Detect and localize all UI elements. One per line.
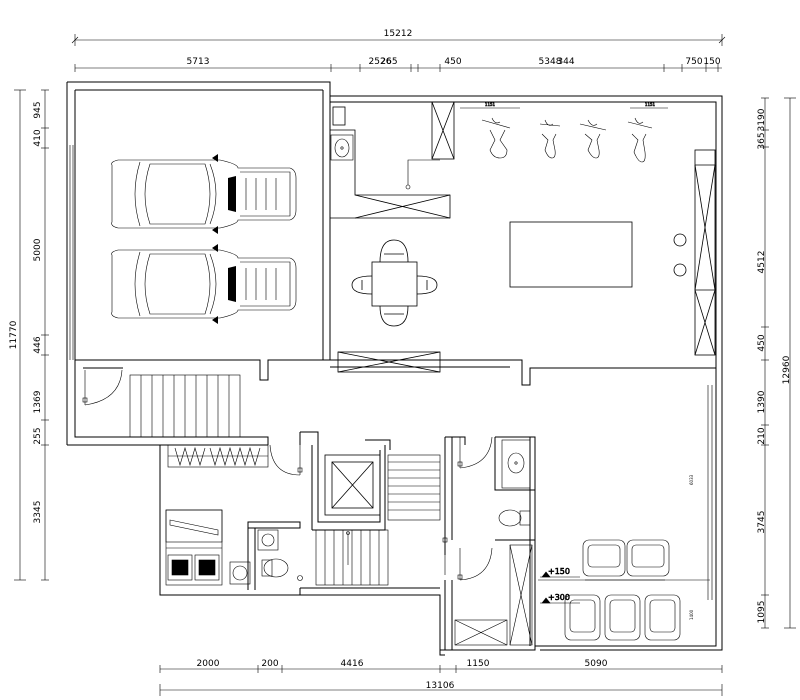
level-markers: +150 +300: [538, 567, 710, 604]
top-dim-2: 2526: [369, 57, 392, 67]
staircase-upper: [129, 374, 241, 438]
bathroom-fixtures: [229, 529, 303, 585]
gym-equipment: 1151 1151: [460, 102, 668, 163]
kitchen-sink: [330, 134, 354, 161]
top-dimension-line: 15212 5713 2526 265 450 5348 344 750 150: [71, 29, 726, 72]
left-dim-4: 446: [33, 336, 43, 353]
left-dim-2: 410: [33, 129, 43, 146]
dining-table: [351, 239, 438, 327]
left-dim-3: 5000: [33, 238, 43, 261]
left-dim-1: 945: [33, 101, 43, 118]
top-dim-1: 5713: [187, 57, 210, 67]
bottom-dim-1: 2000: [197, 659, 220, 669]
right-dim-1: 3190: [757, 108, 767, 131]
sofa-group-upper: [582, 539, 670, 581]
top-total-dim: 15212: [384, 29, 413, 39]
gym-width-label-1: 1151: [485, 102, 496, 107]
interior-walls: [160, 431, 536, 650]
bed: [165, 509, 223, 586]
seat-width-label: 1400: [689, 609, 694, 620]
top-dim-8: 150: [703, 57, 720, 67]
left-total-dim: 11770: [9, 320, 19, 349]
level-label-1: +150: [548, 567, 570, 576]
left-dimension-line: 11770 945 410 5000 446 1369 255 3345: [9, 89, 49, 581]
bottom-dim-4: 1150: [467, 659, 490, 669]
bathroom-sink-2: [501, 439, 531, 489]
bottom-total-dim: 13106: [426, 681, 455, 691]
lower-counter: [337, 351, 441, 373]
level-label-2: +300: [548, 593, 570, 602]
right-dim-4: 450: [757, 334, 767, 351]
right-dimension-line: 3190 365 4512 450 1390 210 3745 1095 129…: [757, 97, 796, 629]
top-dim-6: 344: [557, 57, 574, 67]
bottom-dim-5: 5090: [585, 659, 608, 669]
table-width-label: 6033: [689, 474, 694, 485]
top-dim-3: 265: [380, 57, 397, 67]
right-dim-6: 210: [757, 427, 767, 444]
wardrobe: [167, 444, 269, 468]
bottom-dim-3: 4416: [341, 659, 364, 669]
left-dim-7: 3345: [33, 501, 43, 524]
right-total-dim: 12960: [782, 355, 792, 384]
gym-width-label-2: 1151: [645, 102, 656, 107]
left-dim-5: 1369: [33, 390, 43, 413]
right-dim-3: 4512: [757, 251, 767, 274]
toilet-2: [498, 509, 531, 527]
staircase-lower: [315, 454, 441, 586]
right-dim-8: 1095: [757, 601, 767, 624]
bottom-dim-2: 200: [261, 659, 278, 669]
sofa-group-lower: [564, 594, 681, 641]
garage-window: [69, 145, 74, 360]
car-2: [111, 244, 297, 324]
stove: [405, 159, 440, 190]
bedroom-door: [269, 444, 303, 476]
central-table: [509, 221, 633, 288]
exterior-walls: [66, 81, 723, 656]
left-dim-6: 255: [33, 427, 43, 444]
top-dim-5: 5348: [539, 57, 562, 67]
storage-cabinet: [454, 544, 533, 646]
door-lower-stair: [442, 537, 448, 575]
car-1: [111, 154, 297, 234]
right-side-wall-lines: [707, 385, 713, 600]
top-dim-4: 450: [444, 57, 461, 67]
right-dim-5: 1390: [757, 390, 767, 413]
bathroom-door-1: [457, 436, 493, 469]
bathroom-door-2: [457, 547, 493, 581]
right-dim-2: 365: [757, 132, 767, 149]
kitchen-counter: [330, 101, 455, 219]
door-swing-garage: [82, 369, 123, 406]
elevator-shaft: [324, 454, 381, 516]
top-dim-7: 750: [685, 57, 702, 67]
right-wall-storage: [673, 149, 716, 356]
bottom-dimension-line: 2000 200 4416 1150 5090 13106: [159, 659, 723, 696]
right-dim-7: 3745: [757, 511, 767, 534]
